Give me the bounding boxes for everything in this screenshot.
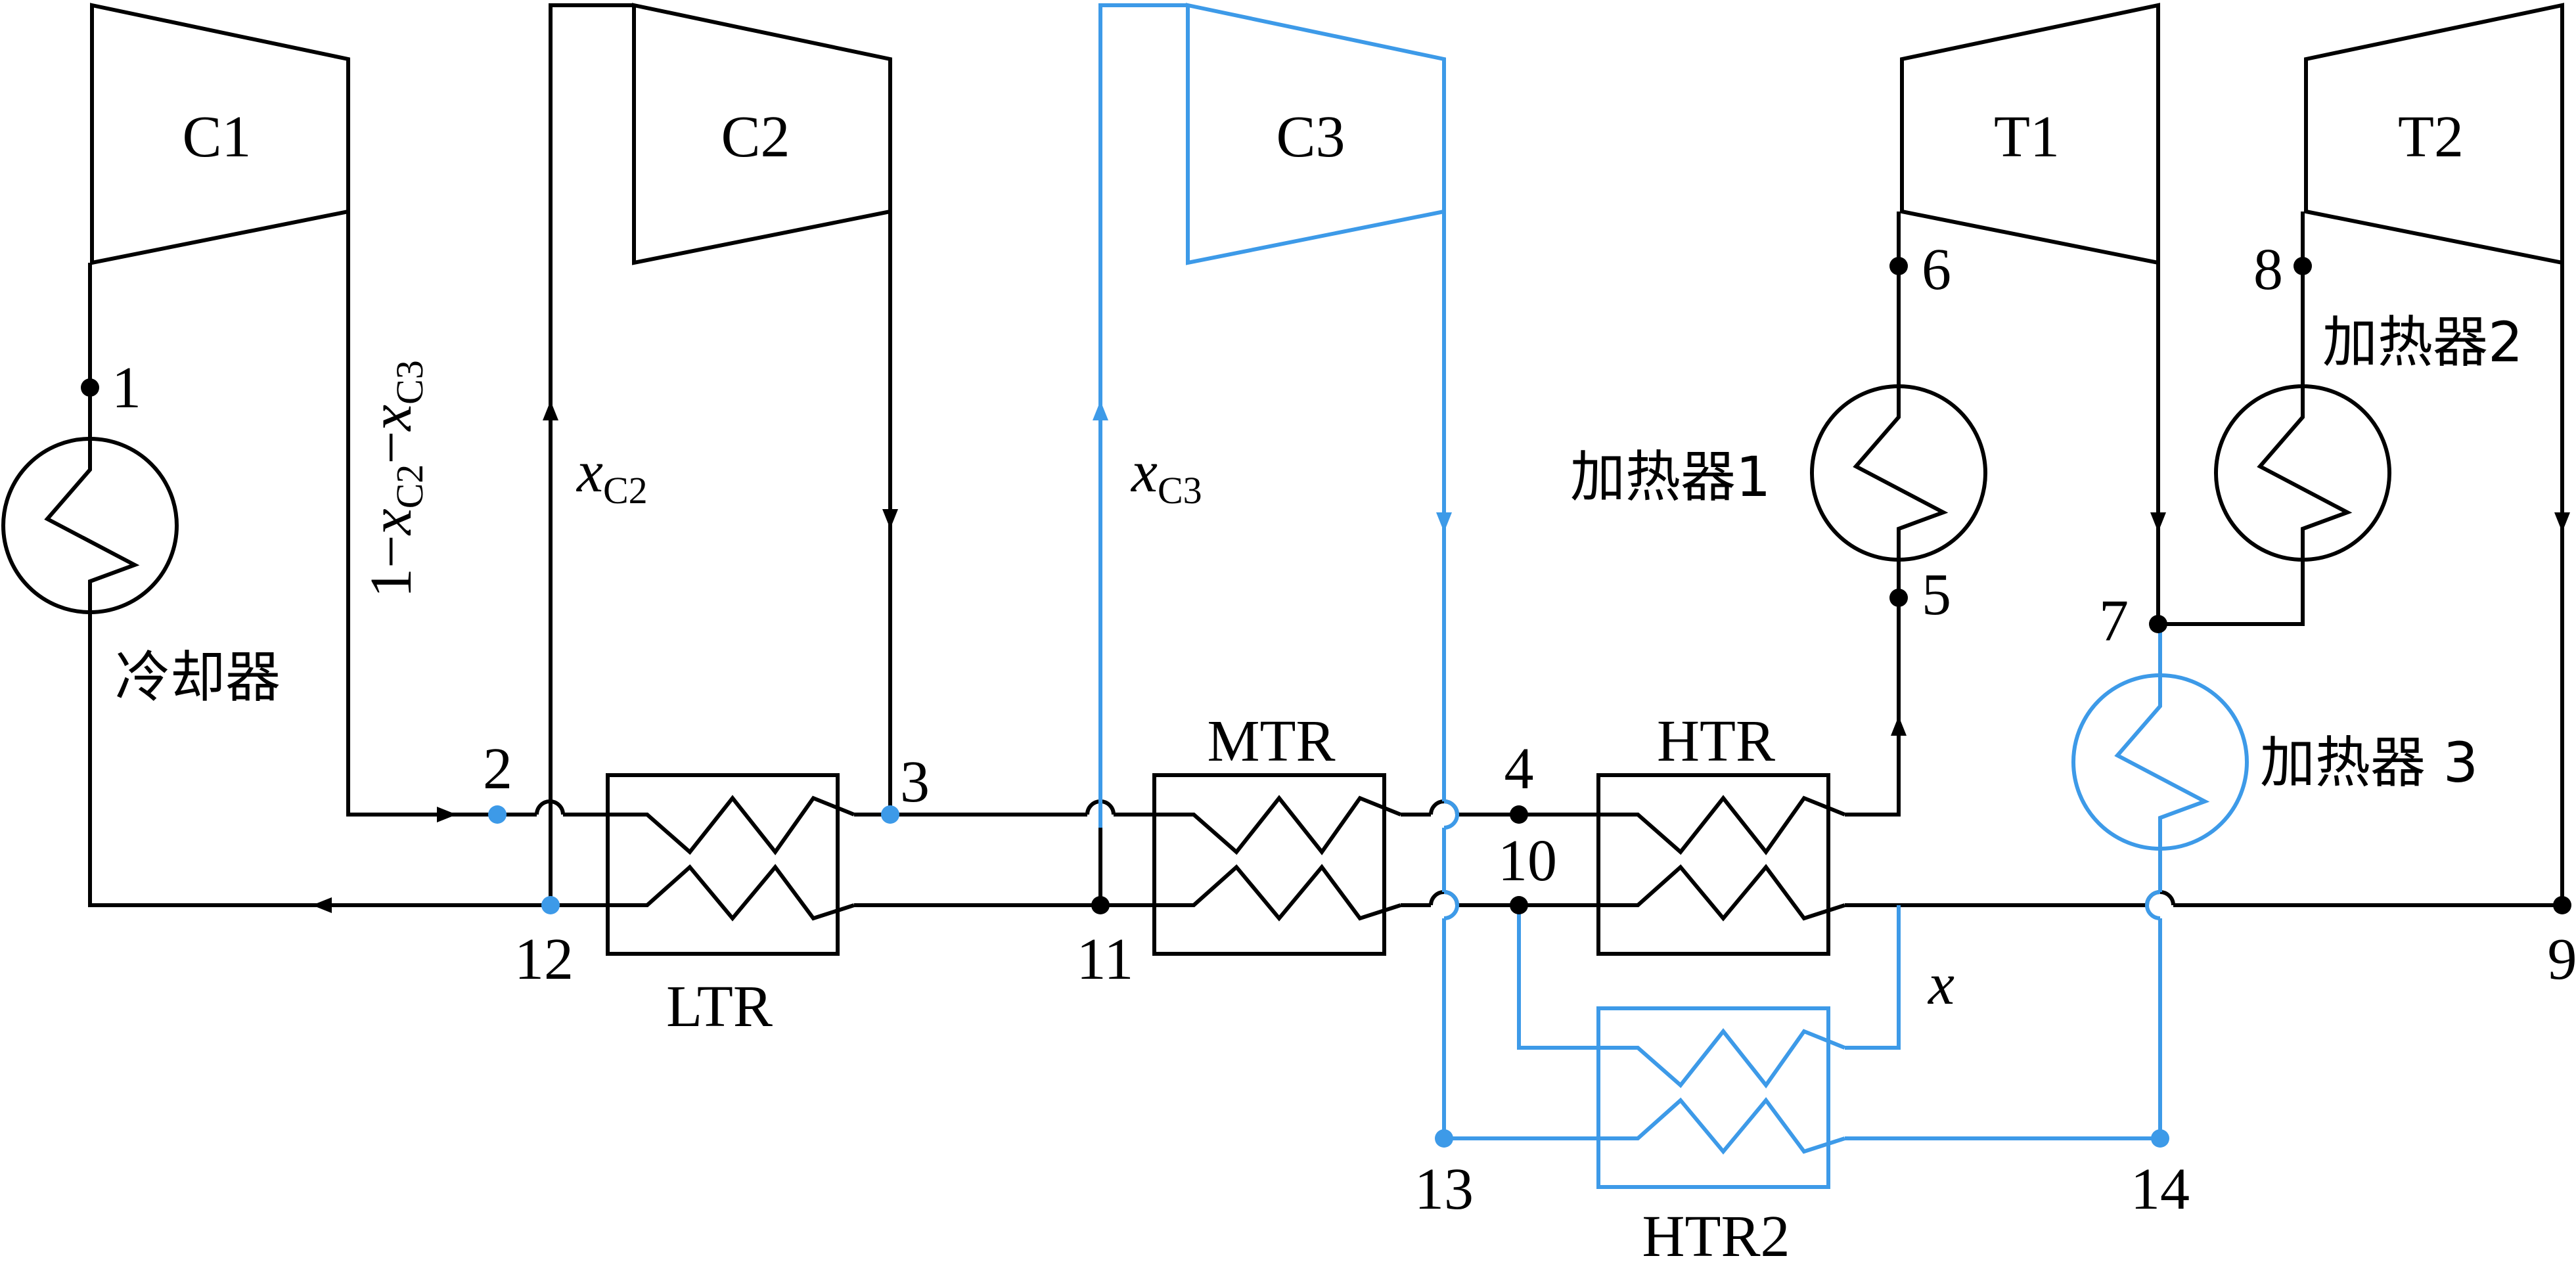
flow-arrows — [312, 401, 2570, 913]
node-dot-4 — [1510, 805, 1528, 824]
htr2-label: HTR2 — [1642, 1204, 1790, 1269]
recuperator-htr — [1582, 773, 1846, 956]
mtr-label: MTR — [1207, 709, 1335, 774]
compressor-c3-label: C3 — [1276, 104, 1345, 169]
node-label-12: 12 — [514, 927, 574, 992]
flow-fraction-main-sub1: C2 — [388, 464, 431, 509]
flow-fraction-main-prefix: 1− — [359, 535, 424, 598]
node-label-3: 3 — [900, 750, 930, 815]
node-label-8: 8 — [2253, 237, 2283, 302]
node-label-2: 2 — [483, 736, 512, 801]
node-dots — [81, 257, 2571, 1148]
heater-1 — [1810, 384, 1987, 562]
node-dot-9 — [2553, 896, 2571, 914]
compressor-c1-label: C1 — [182, 104, 251, 169]
flow-fraction-x-htr2: x — [1927, 952, 1955, 1017]
heater-2-label: 加热器2 — [2322, 310, 2523, 374]
compressor-c2: C2 — [632, 3, 892, 265]
node-dot-12 — [541, 896, 560, 914]
node-dot-8 — [2294, 257, 2312, 275]
heater-3-label: 加热器 3 — [2260, 730, 2478, 795]
node-dot-11 — [1091, 896, 1110, 914]
flow-fraction-main: 1−xC2−xC3 — [359, 360, 431, 598]
compressor-c3: C3 — [1186, 3, 1446, 265]
flow-fraction-x-c2-var: x — [576, 439, 603, 504]
node-dot-1 — [81, 378, 99, 397]
flow-fraction-main-sub2: C3 — [388, 360, 431, 405]
flow-fraction-main-var1: x — [359, 508, 424, 536]
turbine-t1: T1 — [1900, 3, 2160, 265]
heater-3 — [2071, 673, 2249, 851]
flow-fraction-x-c3-sub: C3 — [1158, 469, 1202, 512]
node-dot-10 — [1510, 896, 1528, 914]
htr-label: HTR — [1657, 709, 1775, 774]
node-label-1: 1 — [112, 355, 141, 420]
flow-fraction-x-c3-var: x — [1130, 439, 1158, 504]
cooler — [1, 437, 179, 614]
turbine-t1-label: T1 — [1994, 104, 2060, 169]
node-dot-5 — [1889, 589, 1908, 607]
node-label-6: 6 — [1922, 237, 1951, 302]
piping-highlight — [1098, 3, 2162, 1140]
heater-2 — [2214, 384, 2391, 562]
flow-fraction-x-c3: xC3 — [1130, 439, 1202, 512]
node-dot-2 — [488, 805, 507, 824]
node-dot-13 — [1435, 1129, 1453, 1148]
node-label-4: 4 — [1504, 736, 1534, 801]
node-dot-14 — [2151, 1129, 2169, 1148]
node-dot-6 — [1889, 257, 1908, 275]
flow-fraction-x-c2: xC2 — [576, 439, 648, 512]
turbine-t2: T2 — [2304, 3, 2564, 265]
node-numbers: 1 2 3 4 5 6 7 8 9 10 11 12 13 14 — [112, 237, 2576, 1222]
node-dot-7 — [2149, 615, 2167, 633]
flow-fraction-main-minus: − — [359, 431, 424, 464]
node-label-10: 10 — [1498, 828, 1557, 893]
ltr-label: LTR — [666, 974, 773, 1039]
compressor-c2-label: C2 — [721, 104, 790, 169]
heater-1-label: 加热器1 — [1570, 445, 1771, 509]
turbine-t2-label: T2 — [2398, 104, 2464, 169]
node-label-11: 11 — [1077, 927, 1134, 992]
cooler-label: 冷却器 — [115, 645, 281, 709]
recuperator-htr2 — [1582, 1006, 1846, 1189]
recuperator-mtr — [1138, 773, 1402, 956]
node-label-14: 14 — [2131, 1157, 2190, 1222]
compressor-c1: C1 — [90, 3, 350, 265]
node-label-5: 5 — [1922, 562, 1951, 627]
node-label-9: 9 — [2548, 927, 2576, 992]
node-label-13: 13 — [1414, 1157, 1474, 1222]
flow-fraction-x-c2-sub: C2 — [603, 469, 648, 512]
node-label-7: 7 — [2099, 589, 2129, 654]
flow-fraction-main-var2: x — [359, 405, 424, 432]
node-dot-3 — [881, 805, 899, 824]
recuperator-ltr — [591, 773, 855, 956]
